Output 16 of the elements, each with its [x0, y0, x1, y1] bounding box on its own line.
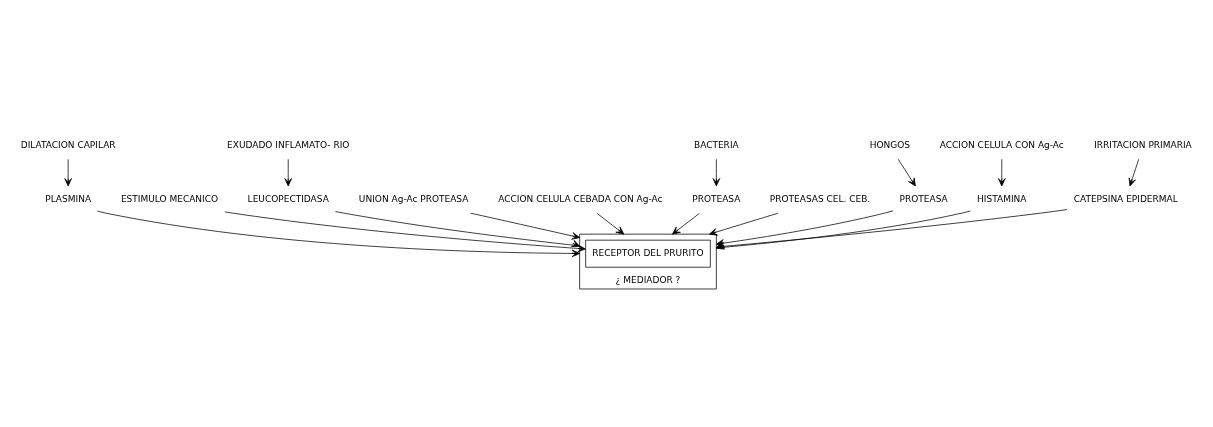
- node-text: EXUDADO INFLAMATO- RIO: [227, 139, 350, 150]
- node-text: PROTEASAS CEL. CEB.: [769, 193, 871, 204]
- node-text: ACCION CELULA CEBADA CON Ag-Ac: [498, 193, 663, 204]
- node-text: PLASMINA: [45, 193, 92, 204]
- node-text: PROTEASA: [692, 193, 741, 204]
- node-text: HISTAMINA: [977, 193, 1027, 204]
- node-text: LEUCOPECTIDASA: [247, 193, 329, 204]
- node-text: CATEPSINA EPIDERMAL: [1073, 193, 1178, 204]
- node-text: UNION Ag-Ac PROTEASA: [358, 193, 469, 204]
- node-text: PROTEASA: [899, 193, 948, 204]
- node-text: HONGOS: [869, 139, 911, 150]
- node-text: DILATACION CAPILAR: [20, 139, 116, 150]
- node-text: ACCION CELULA CON Ag-Ac: [939, 139, 1064, 150]
- node-text: ESTIMULO MECANICO: [120, 193, 219, 204]
- node-text: IRRITACION PRIMARIA: [1094, 139, 1192, 150]
- node-text: BACTERIA: [693, 139, 739, 150]
